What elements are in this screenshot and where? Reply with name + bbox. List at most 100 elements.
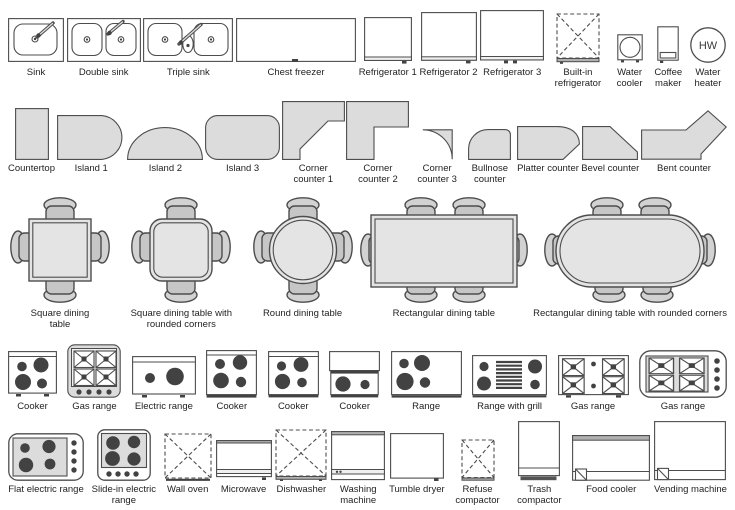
palette-item-square-dining-table[interactable]: Square dining table xyxy=(8,195,112,330)
coffee-maker-icon xyxy=(657,26,679,63)
refuse-compactor-icon xyxy=(460,439,495,481)
symbol-label: Refrigerator 2 xyxy=(419,67,478,78)
symbol-label: Rectangular dining table xyxy=(392,308,496,319)
palette-item-electric-range[interactable]: Electric range xyxy=(131,356,196,413)
palette-item-bullnose-counter[interactable]: Bullnose counter xyxy=(465,129,515,185)
rectangular-dining-table-icon xyxy=(359,197,528,303)
palette-item-corner-counter-2[interactable]: Corner counter 2 xyxy=(346,101,410,185)
triple-sink-icon xyxy=(143,18,234,62)
symbol-label: Corner counter 1 xyxy=(293,163,334,186)
palette-item-vending-machine[interactable]: Vending machine xyxy=(654,421,727,506)
palette-item-cooker-3[interactable]: Cooker xyxy=(267,351,319,413)
palette-item-water-heater[interactable]: HW Water heater xyxy=(689,26,727,89)
row-counters-and-islands: Countertop Island 1 Island 2 Island 3 Co… xyxy=(8,101,727,185)
refrigerator-3-icon xyxy=(480,10,545,64)
range-with-grill-icon xyxy=(472,355,548,398)
bent-counter-icon xyxy=(641,110,727,160)
palette-item-cooker-2[interactable]: Cooker xyxy=(206,350,258,413)
water-heater-text: HW xyxy=(699,40,718,52)
symbol-label: Coffee maker xyxy=(654,67,683,90)
cooker-1-icon xyxy=(8,351,57,397)
palette-item-refrigerator-3[interactable]: Refrigerator 3 xyxy=(480,10,545,89)
palette-item-rectangular-dining-table[interactable]: Rectangular dining table xyxy=(358,195,530,330)
symbol-label: Gas range xyxy=(570,401,616,412)
gas-range-3-icon xyxy=(639,350,727,398)
symbol-label: Island 2 xyxy=(148,163,183,174)
sink-icon xyxy=(8,18,64,62)
symbol-label: Corner counter 3 xyxy=(417,163,457,186)
corner-counter-3-icon xyxy=(422,129,453,160)
palette-item-corner-counter-1[interactable]: Corner counter 1 xyxy=(281,101,345,186)
palette-item-water-cooler[interactable]: Water cooler xyxy=(612,34,648,89)
palette-item-platter-counter[interactable]: Platter counter xyxy=(516,126,580,185)
palette-item-range[interactable]: Range xyxy=(390,351,462,413)
palette-item-gas-range-1[interactable]: Gas range xyxy=(67,344,122,413)
palette-item-wall-oven[interactable]: Wall oven xyxy=(164,433,212,506)
dishwasher-icon xyxy=(275,429,327,481)
palette-item-food-cooler[interactable]: Food cooler xyxy=(572,435,651,506)
symbol-label: Cooker xyxy=(277,401,309,412)
palette-item-cooker-4[interactable]: Cooker xyxy=(329,351,381,413)
range-icon xyxy=(390,351,462,398)
palette-item-built-in-refrigerator[interactable]: Built-in refrigerator xyxy=(547,13,609,89)
palette-item-gas-range-2[interactable]: Gas range xyxy=(557,355,629,413)
vending-machine-icon xyxy=(654,421,727,481)
symbol-label: Refuse compactor xyxy=(455,484,500,507)
row-dining-tables: Square dining table Square dining table … xyxy=(8,195,727,330)
palette-item-round-dining-table[interactable]: Round dining table xyxy=(251,195,355,330)
palette-item-refrigerator-2[interactable]: Refrigerator 2 xyxy=(419,12,478,89)
palette-item-island-2[interactable]: Island 2 xyxy=(127,127,204,185)
palette-item-tumble-dryer[interactable]: Tumble dryer xyxy=(389,433,445,506)
symbol-label: Double sink xyxy=(78,67,129,78)
palette-item-cooker-1[interactable]: Cooker xyxy=(8,351,57,413)
palette-item-refrigerator-1[interactable]: Refrigerator 1 xyxy=(359,17,417,89)
water-heater-icon: HW xyxy=(690,27,726,63)
symbol-label: Washing machine xyxy=(339,484,377,507)
refrigerator-1-icon xyxy=(363,17,412,64)
palette-item-range-with-grill[interactable]: Range with grill xyxy=(472,355,548,413)
square-dining-table-icon xyxy=(10,197,110,303)
palette-item-washing-machine[interactable]: Washing machine xyxy=(331,431,386,507)
palette-item-dishwasher[interactable]: Dishwasher xyxy=(275,429,327,506)
built-in-refrigerator-icon xyxy=(556,13,600,64)
palette-item-bevel-counter[interactable]: Bevel counter xyxy=(581,126,639,185)
symbol-label: Flat electric range xyxy=(8,484,84,495)
symbol-label: Water heater xyxy=(694,67,722,90)
symbol-label: Gas range xyxy=(660,401,706,412)
gas-range-2-icon xyxy=(557,355,629,398)
palette-item-slide-in-electric-range[interactable]: Slide-in electric range xyxy=(88,429,160,506)
palette-item-square-dining-table-rounded[interactable]: Square dining table with rounded corners xyxy=(115,195,247,330)
palette-item-flat-electric-range[interactable]: Flat electric range xyxy=(8,433,84,506)
island-1-icon xyxy=(56,115,123,160)
symbol-label: Microwave xyxy=(220,484,267,495)
palette-item-trash-compactor[interactable]: Trash compactor xyxy=(510,421,568,506)
palette-item-chest-freezer[interactable]: Chest freezer xyxy=(236,18,356,89)
symbol-label: Range xyxy=(412,401,441,412)
palette-item-coffee-maker[interactable]: Coffee maker xyxy=(650,26,686,89)
palette-item-corner-counter-3[interactable]: Corner counter 3 xyxy=(411,129,463,185)
electric-range-icon xyxy=(131,356,196,398)
microwave-icon xyxy=(215,440,272,480)
water-cooler-icon xyxy=(616,34,643,63)
symbol-label: Refrigerator 1 xyxy=(358,67,417,78)
symbol-label: Chest freezer xyxy=(267,67,325,78)
palette-item-microwave[interactable]: Microwave xyxy=(215,440,272,506)
symbol-label: Bent counter xyxy=(657,163,711,174)
palette-item-island-1[interactable]: Island 1 xyxy=(56,115,126,185)
palette-item-countertop[interactable]: Countertop xyxy=(8,108,55,185)
palette-item-sink[interactable]: Sink xyxy=(8,18,64,89)
symbol-label: Food cooler xyxy=(586,484,637,495)
palette-item-gas-range-3[interactable]: Gas range xyxy=(639,350,727,413)
tumble-dryer-icon xyxy=(389,433,444,481)
symbol-label: Triple sink xyxy=(166,67,210,78)
palette-item-island-3[interactable]: Island 3 xyxy=(205,115,281,185)
palette-item-bent-counter[interactable]: Bent counter xyxy=(641,110,727,185)
cooker-4-icon xyxy=(329,351,381,398)
palette-item-triple-sink[interactable]: Triple sink xyxy=(143,18,234,89)
palette-item-double-sink[interactable]: Double sink xyxy=(66,18,141,89)
palette-item-refuse-compactor[interactable]: Refuse compactor xyxy=(449,439,507,506)
symbol-label: Platter counter xyxy=(517,163,579,174)
corner-counter-1-icon xyxy=(281,101,345,160)
countertop-icon xyxy=(14,108,49,160)
palette-item-rectangular-dining-table-rounded[interactable]: Rectangular dining table with rounded co… xyxy=(533,195,727,330)
